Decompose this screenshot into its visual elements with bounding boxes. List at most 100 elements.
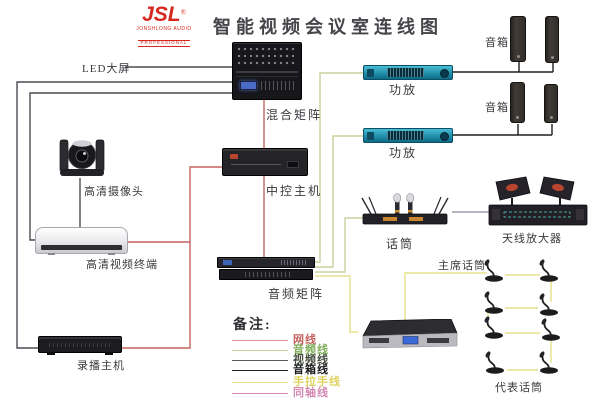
mic-capsule <box>393 193 402 203</box>
gooseneck-mic <box>539 351 558 374</box>
mic-band <box>408 210 413 213</box>
recorder-foot <box>47 352 55 355</box>
audio-matrix-ports <box>281 260 307 265</box>
conference-host-device <box>362 319 458 349</box>
mic-base <box>540 275 558 282</box>
chairman-mic-label: 主席话筒 <box>438 260 486 272</box>
jsl-logo-subtitle: JONSHLONG AUDIO <box>136 26 192 32</box>
legend-label-coax: 同轴线 <box>293 386 329 399</box>
antenna-amplifier-device <box>488 176 588 226</box>
legend-row-coax: 同轴线 <box>232 386 329 399</box>
wireless-mic-label: 话筒 <box>386 237 415 251</box>
mic-band <box>395 210 400 213</box>
audio-matrix-label: 音频矩阵 <box>268 287 325 301</box>
antenna-amp-ports <box>503 211 571 218</box>
legend-row-conference: 手拉手线 <box>232 375 341 388</box>
wire-conf-host-to-chairman <box>404 272 487 320</box>
rack-handle <box>576 209 584 220</box>
amp-knob <box>440 68 449 78</box>
mic-base <box>540 309 558 316</box>
amp-display <box>386 131 424 140</box>
amplifier-2-label: 功放 <box>389 146 418 160</box>
mic-neck <box>543 322 552 337</box>
camera-lens <box>75 149 89 163</box>
antenna-logo <box>506 183 518 192</box>
central-logo-badge <box>230 154 238 159</box>
speaker-column <box>510 82 525 123</box>
mic-capsule <box>406 193 415 203</box>
handheld-mic <box>406 193 415 215</box>
mic-capsule <box>484 316 490 323</box>
wire-audio-matrix-to-amp1 <box>315 72 363 263</box>
wire-audio-matrix-to-amp2 <box>315 135 363 268</box>
host-ports <box>369 338 389 343</box>
jsl-logo-wordmark: JSL® <box>128 4 200 25</box>
mixer-buttons <box>261 81 295 90</box>
legend-line-speaker <box>232 369 288 371</box>
mic-capsule <box>539 259 545 266</box>
page-title: 智能视频会议室连线图 <box>213 17 443 37</box>
antenna-amp-body <box>488 204 588 226</box>
audio-matrix-device <box>217 257 315 281</box>
jsl-logo-text: JSL <box>142 3 181 26</box>
audio-matrix-unit1 <box>217 257 315 268</box>
hd-video-terminal-label: 高清视频终端 <box>86 259 158 271</box>
central-control-device <box>222 148 308 176</box>
hd-video-terminal-device <box>35 227 128 255</box>
camera-top-cap <box>72 140 92 147</box>
legend-line-conference <box>232 381 288 383</box>
mic-base <box>542 334 560 341</box>
gooseneck-mic <box>539 259 558 282</box>
camera-arm-left <box>59 139 69 171</box>
mic-base <box>485 332 503 339</box>
speaker-column <box>545 16 559 63</box>
camera-base <box>60 169 104 176</box>
mic-capsule <box>539 351 545 358</box>
amp-end-cap <box>367 132 374 140</box>
recording-host-label: 录播主机 <box>77 360 125 372</box>
speaker-column <box>544 84 558 123</box>
hd-camera-label: 高清摄像头 <box>84 186 144 198</box>
legend-line-coax <box>232 392 288 394</box>
gooseneck-mic <box>484 291 503 314</box>
legend-label-video: 视频线 <box>293 353 329 366</box>
wireless-mic-device <box>361 193 449 225</box>
gooseneck-mic <box>484 316 503 339</box>
mic-neck <box>486 295 495 310</box>
audio-matrix-display <box>223 260 232 265</box>
mic-neck <box>486 320 495 335</box>
mixer-lcd-display <box>240 81 257 90</box>
mic-neck <box>487 355 496 370</box>
mic-receiver-body <box>362 213 448 225</box>
mixer-rack-seam2 <box>236 76 298 77</box>
hd-camera-device <box>59 139 105 176</box>
amplifier-2-device <box>363 128 453 143</box>
speaker-column <box>510 16 526 62</box>
mic-neck <box>541 263 550 278</box>
handheld-mic <box>393 193 402 215</box>
wire-spk-amp2-to-speakers <box>452 124 553 136</box>
wire-video-mixer-to-recorder <box>16 81 232 349</box>
host-lcd <box>402 336 419 345</box>
terminal-foot <box>48 253 55 255</box>
amp-end-cap <box>367 69 374 77</box>
legend-title: 备注: <box>233 318 272 333</box>
speakers-1-label: 音箱 <box>485 37 509 49</box>
legend-row-video: 视频线 <box>232 353 329 366</box>
host-ports <box>427 338 449 343</box>
mixer-knobs <box>237 47 297 67</box>
mic-capsule <box>539 293 545 300</box>
mic-base <box>485 307 503 314</box>
amp-display <box>386 68 424 77</box>
mic-neck <box>541 297 550 312</box>
legend-label-speaker: 音箱线 <box>293 363 329 376</box>
mic-base <box>485 275 503 282</box>
registered-mark: ® <box>180 8 186 17</box>
central-control-label: 中控主机 <box>266 184 323 198</box>
legend-label-conference: 手拉手线 <box>293 375 341 388</box>
antenna-logo <box>552 183 564 192</box>
mic-neck <box>541 355 550 370</box>
mixer-rack-seam <box>236 71 298 73</box>
wire-video-mixer-to-terminal <box>29 92 232 241</box>
